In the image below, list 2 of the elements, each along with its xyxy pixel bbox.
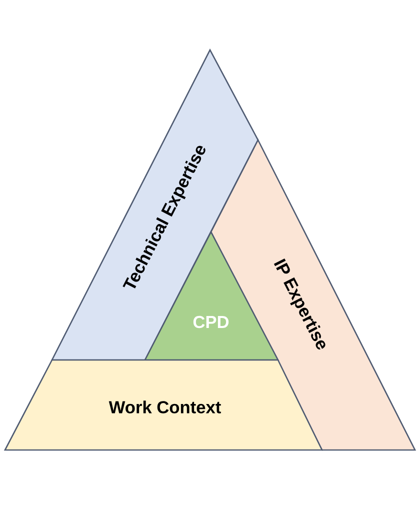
band-label: CPD xyxy=(193,316,229,328)
band-label: Work Context xyxy=(108,400,221,414)
